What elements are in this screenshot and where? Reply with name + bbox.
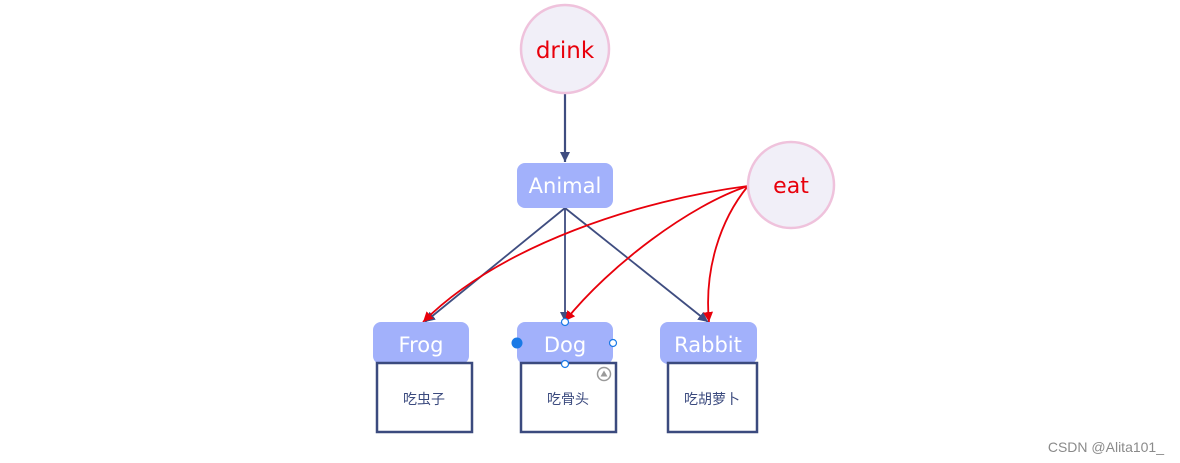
class-dog-label: Dog — [544, 333, 586, 357]
class-animal-box — [517, 163, 613, 208]
edge-eat-frog[interactable] — [422, 185, 749, 323]
edge-eat-rabbit[interactable] — [703, 185, 749, 323]
connection-handle-right[interactable] — [608, 338, 618, 348]
class-dog[interactable]: Dog — [517, 322, 613, 364]
class-animal[interactable]: Animal — [517, 163, 613, 208]
selection-handles-dog — [511, 317, 618, 369]
class-frog-box — [373, 322, 469, 364]
connection-handle-left[interactable] — [511, 337, 523, 349]
edge-eat-dog[interactable] — [564, 185, 749, 322]
note-dog-text: 吃骨头 — [547, 392, 589, 408]
edges-eat — [422, 185, 749, 323]
note-rabbit-text: 吃胡萝卜 — [684, 392, 740, 408]
connection-handle-bottom[interactable] — [560, 359, 570, 369]
edges-inherit — [424, 93, 709, 323]
note-rabbit-box — [666, 361, 759, 434]
interface-drink-label: drink — [536, 38, 595, 64]
interface-eat-label: eat — [773, 174, 809, 199]
watermark: CSDN @Alita101_ — [1047, 439, 1164, 455]
class-rabbit-box — [660, 322, 757, 364]
note-frog-box — [375, 361, 474, 434]
collapse-toggle-icon[interactable] — [596, 366, 612, 382]
class-animal-label: Animal — [529, 174, 602, 198]
note-frog[interactable]: 吃虫子 — [375, 361, 474, 434]
interface-drink-circle — [519, 3, 611, 95]
note-frog-text: 吃虫子 — [403, 392, 445, 408]
edge-animal-rabbit[interactable] — [564, 207, 709, 323]
note-rabbit[interactable]: 吃胡萝卜 — [666, 361, 759, 434]
class-frog-label: Frog — [399, 333, 444, 357]
class-rabbit-label: Rabbit — [674, 333, 742, 357]
interface-drink[interactable]: drink — [519, 3, 611, 95]
edge-animal-frog[interactable] — [424, 207, 566, 323]
note-dog[interactable]: 吃骨头 — [519, 361, 618, 434]
class-dog-box — [517, 322, 613, 364]
class-frog[interactable]: Frog — [373, 322, 469, 364]
class-rabbit[interactable]: Rabbit — [660, 322, 757, 364]
interface-eat-circle — [746, 140, 836, 230]
interface-eat[interactable]: eat — [746, 140, 836, 230]
connection-handle-top[interactable] — [560, 317, 570, 327]
